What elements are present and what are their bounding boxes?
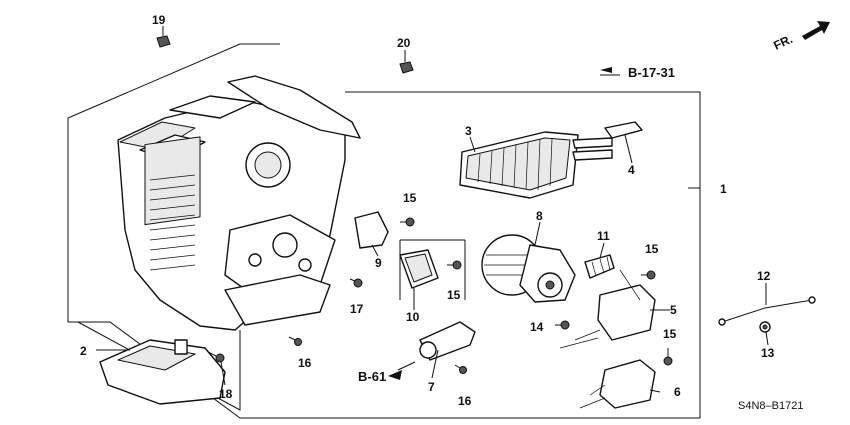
callout-3: 3 xyxy=(465,124,472,138)
reference-arrow-icon xyxy=(600,67,612,73)
callout-2: 2 xyxy=(80,344,87,358)
screw-17 xyxy=(349,278,363,288)
callout-16a: 16 xyxy=(298,356,312,370)
air-mix-motor-part xyxy=(579,359,656,409)
callout-15c: 15 xyxy=(645,242,659,256)
leader-lines xyxy=(96,26,769,393)
callout-15b: 15 xyxy=(447,288,461,302)
nut-20 xyxy=(399,61,414,74)
screw-16a xyxy=(288,336,302,346)
screw-18 xyxy=(207,351,225,363)
callout-19: 19 xyxy=(152,13,166,27)
callout-17: 17 xyxy=(350,302,364,316)
reference-b61: B-61 xyxy=(358,369,402,384)
screw-16b xyxy=(454,364,467,374)
callout-18: 18 xyxy=(219,387,233,401)
reference-arrow-icon xyxy=(388,370,402,380)
callout-11: 11 xyxy=(597,229,610,243)
callout-1: 1 xyxy=(720,182,727,196)
screw-15d xyxy=(663,348,673,366)
front-direction-indicator: FR. xyxy=(771,21,830,53)
callout-8: 8 xyxy=(536,209,543,223)
power-transistor-part-10 xyxy=(399,249,439,289)
callout-15d: 15 xyxy=(663,327,677,341)
heater-unit-housing xyxy=(117,75,361,331)
grommet-13 xyxy=(759,321,771,333)
nut-19 xyxy=(156,30,171,48)
callout-15a: 15 xyxy=(403,191,417,205)
callouts: 1 2 3 4 5 6 7 8 9 10 11 12 13 14 15 15 1… xyxy=(80,13,775,408)
fasteners xyxy=(156,30,771,374)
front-arrow-icon xyxy=(802,21,830,40)
screw-15c xyxy=(641,270,656,280)
hose-part-11 xyxy=(584,254,615,279)
callout-10: 10 xyxy=(406,310,420,324)
callout-5: 5 xyxy=(670,303,677,317)
callout-12: 12 xyxy=(757,269,771,283)
callout-9: 9 xyxy=(375,256,382,270)
lower-cover-part xyxy=(99,339,226,405)
resistor-part-9 xyxy=(354,211,389,249)
callout-13: 13 xyxy=(761,346,775,360)
cable-part-12 xyxy=(718,296,816,326)
mode-motor-part xyxy=(559,269,656,349)
callout-16b: 16 xyxy=(458,394,472,408)
screw-14 xyxy=(555,320,570,330)
screw-15b xyxy=(447,260,462,270)
pipe-clamp-part xyxy=(604,121,643,139)
front-direction-label: FR. xyxy=(771,32,794,53)
screw-15a xyxy=(400,217,415,227)
heater-core-part xyxy=(459,131,613,199)
callout-20: 20 xyxy=(397,36,411,50)
callout-6: 6 xyxy=(674,385,681,399)
reference-b1731-label: B-17-31 xyxy=(628,65,675,80)
part-code-label: S4N8–B1721 xyxy=(738,400,803,412)
reference-b1731: B-17-31 xyxy=(600,65,675,80)
callout-14: 14 xyxy=(530,320,544,334)
callout-7: 7 xyxy=(428,380,435,394)
callout-4: 4 xyxy=(628,163,635,177)
blower-motor-part xyxy=(481,234,576,303)
aspirator-part-7 xyxy=(397,321,476,371)
reference-b61-label: B-61 xyxy=(358,369,386,384)
